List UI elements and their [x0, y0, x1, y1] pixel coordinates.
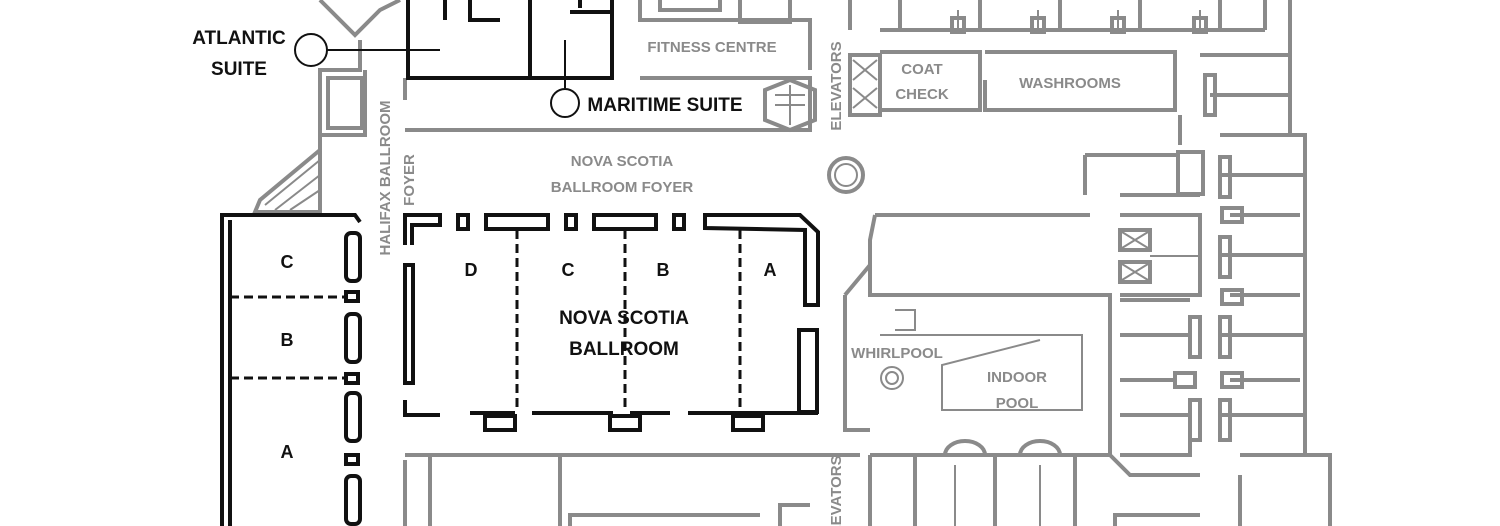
halifax-section-a: A — [281, 442, 294, 462]
fitness-centre-label: FITNESS CENTRE — [647, 39, 776, 56]
washrooms-label: WASHROOMS — [1019, 75, 1121, 92]
indoor-pool-label-line1: INDOOR — [987, 369, 1047, 386]
maritime-suite-label: MARITIME SUITE — [587, 95, 742, 116]
atlantic-suite-marker — [294, 33, 440, 67]
coat-check-label-line2: CHECK — [895, 86, 949, 103]
elevators-top-label: ELEVATORS — [828, 41, 845, 130]
maritime-suite-walls — [406, 0, 614, 118]
halifax-foyer-label-line2: FOYER — [401, 154, 418, 206]
nova-scotia-ballroom-label-line2: BALLROOM — [569, 339, 679, 360]
halifax-section-b: B — [281, 330, 294, 350]
halifax-foyer-label-line1: HALIFAX BALLROOM — [377, 101, 394, 256]
elevators-bottom-label: ELEVATORS — [828, 455, 845, 526]
coat-check-label-line1: COAT — [901, 61, 942, 78]
atlantic-suite-label: ATLANTIC SUITE — [192, 28, 286, 80]
atlantic-suite-label-line2: SUITE — [211, 59, 267, 80]
halifax-section-c: C — [281, 252, 294, 272]
nova-scotia-section-c: C — [562, 260, 575, 280]
nova-scotia-foyer-label-line2: BALLROOM FOYER — [551, 179, 694, 196]
nova-scotia-ballroom-walls — [403, 213, 820, 432]
building-walls — [252, 0, 1332, 526]
indoor-pool-label-line2: POOL — [996, 395, 1039, 412]
nova-scotia-ballroom-label-line1: NOVA SCOTIA — [559, 308, 689, 329]
halifax-ballroom-walls — [220, 213, 362, 526]
nova-scotia-section-b: B — [657, 260, 670, 280]
nova-scotia-section-d: D — [465, 260, 478, 280]
nova-scotia-section-a: A — [764, 260, 777, 280]
atlantic-suite-label-line1: ATLANTIC — [192, 28, 286, 49]
nova-scotia-foyer-label-line1: NOVA SCOTIA — [571, 153, 674, 170]
whirlpool-label: WHIRLPOOL — [851, 345, 943, 362]
